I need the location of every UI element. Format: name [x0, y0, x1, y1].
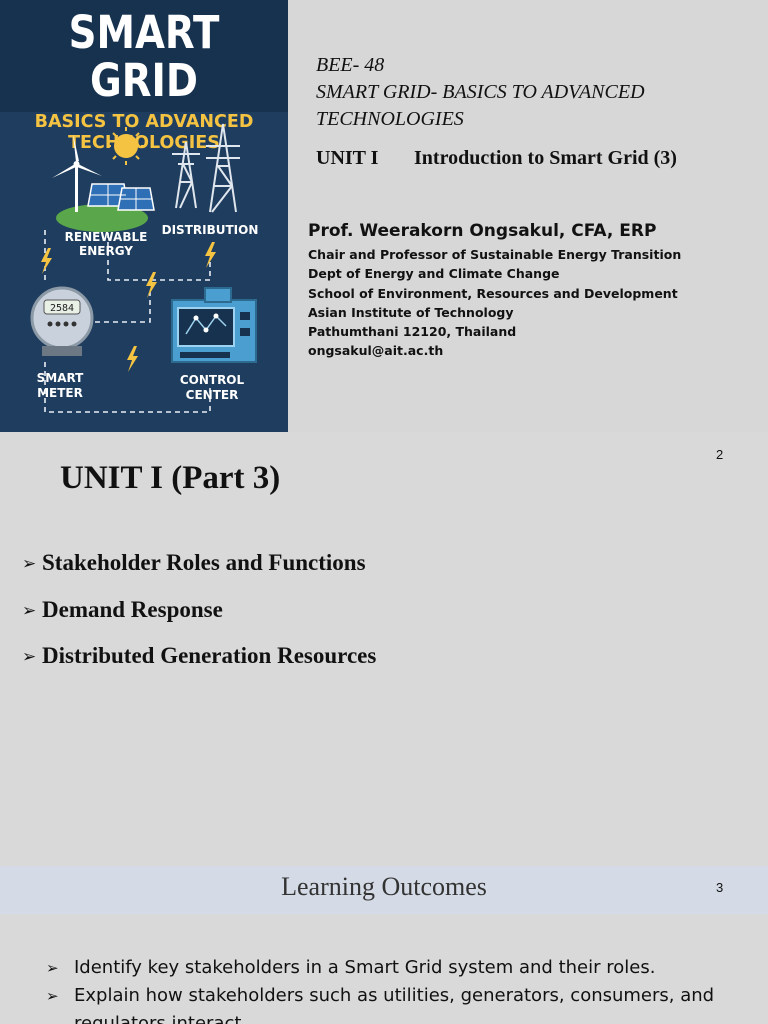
page-number: 2: [716, 447, 724, 462]
slide-1: SMART GRID BASICS TO ADVANCED TECHNOLOGI…: [0, 0, 768, 432]
transmission-tower-icon: [172, 123, 240, 213]
list-item: ➢Distributed Generation Resources: [22, 643, 376, 690]
label-distribution: DISTRIBUTION: [162, 223, 259, 237]
professor-name: Prof. Weerakorn Ongsakul, CFA, ERP: [308, 221, 657, 241]
list-item: ➢Stakeholder Roles and Functions: [22, 550, 376, 597]
list-item-label: Identify key stakeholders in a Smart Gri…: [74, 957, 656, 978]
professor-title: Chair and Professor of Sustainable Energ…: [308, 247, 682, 262]
slide-2: 2 UNIT I (Part 3) ➢Stakeholder Roles and…: [0, 432, 768, 866]
cover-title: SMART GRID: [68, 6, 220, 107]
list-item-label: Stakeholder Roles and Functions: [42, 550, 366, 575]
arrowhead-bullet-icon: ➢: [22, 600, 37, 621]
slide-title: Learning Outcomes: [281, 872, 487, 901]
list-item: ➢ Explain how stakeholders such as utilit…: [46, 982, 736, 1024]
list-item-label: Explain how stakeholders such as utiliti…: [74, 985, 715, 1024]
meter-reading: 2584: [50, 303, 74, 314]
lightning-icon: [41, 242, 216, 372]
professor-department: Dept of Energy and Climate Change: [308, 266, 560, 282]
page-number: 3: [716, 880, 724, 895]
arrowhead-bullet-icon: ➢: [22, 554, 37, 574]
course-code: BEE- 48: [316, 54, 385, 76]
label-renewable-1: RENEWABLE: [65, 230, 148, 244]
cover-subtitle-line1: BASICS TO ADVANCED: [34, 112, 254, 132]
list-item-label: Distributed Generation Resources: [42, 643, 377, 668]
professor-address: Pathumthani 12120, Thailand: [308, 324, 517, 340]
hill-shape: [56, 204, 148, 232]
unit-heading: UNIT I Introduction to Smart Grid (3): [316, 147, 756, 170]
professor-info: Prof. Weerakorn Ongsakul, CFA, ERP Chair…: [308, 221, 758, 361]
slide-title: UNIT I (Part 3): [60, 460, 281, 496]
unit-title: Introduction to Smart Grid (3): [414, 147, 677, 169]
professor-school: School of Environment, Resources and Dev…: [308, 285, 678, 301]
list-item: ➢Demand Response: [22, 597, 376, 644]
book-cover-image: SMART GRID BASICS TO ADVANCED TECHNOLOGI…: [0, 0, 288, 432]
control-center-icon: [171, 287, 257, 363]
solar-panel-icon: [87, 183, 155, 211]
list-item-label: Demand Response: [42, 596, 223, 622]
sun-icon: [107, 127, 145, 165]
topic-list: ➢Stakeholder Roles and Functions ➢Demand…: [22, 550, 376, 690]
smart-grid-illustration: RENEWABLE ENERGY DISTRIBUTION 2584 SMART…: [30, 123, 259, 413]
label-control-1: CONTROL: [180, 373, 245, 387]
course-title-line2: TECHNOLOGIES: [316, 108, 464, 130]
course-info: BEE- 48 SMART GRID- BASICS TO ADVANCED T…: [316, 52, 756, 170]
professor-institute: Asian Institute of Technology: [308, 304, 514, 320]
label-renewable-2: ENERGY: [79, 244, 133, 258]
slide-3: Learning Outcomes 3 ➢ Identify key stakeh…: [0, 866, 768, 1024]
unit-code: UNIT I: [316, 147, 379, 169]
professor-email: ongsakul@ait.ac.th: [308, 343, 444, 359]
cover-subtitle-line2: TECHNOLOGIES: [68, 133, 220, 153]
wind-turbine-icon: [52, 134, 102, 212]
list-item: ➢ Identify key stakeholders in a Smart Gr…: [46, 954, 736, 982]
arrowhead-bullet-icon: ➢: [46, 987, 59, 1005]
label-meter-2: METER: [37, 386, 83, 400]
label-meter-1: SMART: [37, 371, 85, 385]
title-band: [0, 866, 768, 914]
course-title-line1: SMART GRID- BASICS TO ADVANCED: [316, 81, 645, 103]
smart-meter-icon: 2584: [30, 286, 94, 356]
arrowhead-bullet-icon: ➢: [46, 959, 59, 977]
label-control-2: CENTER: [186, 388, 239, 402]
arrowhead-bullet-icon: ➢: [22, 647, 37, 667]
cover-title-block: SMART GRID BASICS TO ADVANCED TECHNOLOGI…: [0, 0, 288, 153]
outcome-list: ➢ Identify key stakeholders in a Smart Gr…: [46, 954, 736, 1024]
